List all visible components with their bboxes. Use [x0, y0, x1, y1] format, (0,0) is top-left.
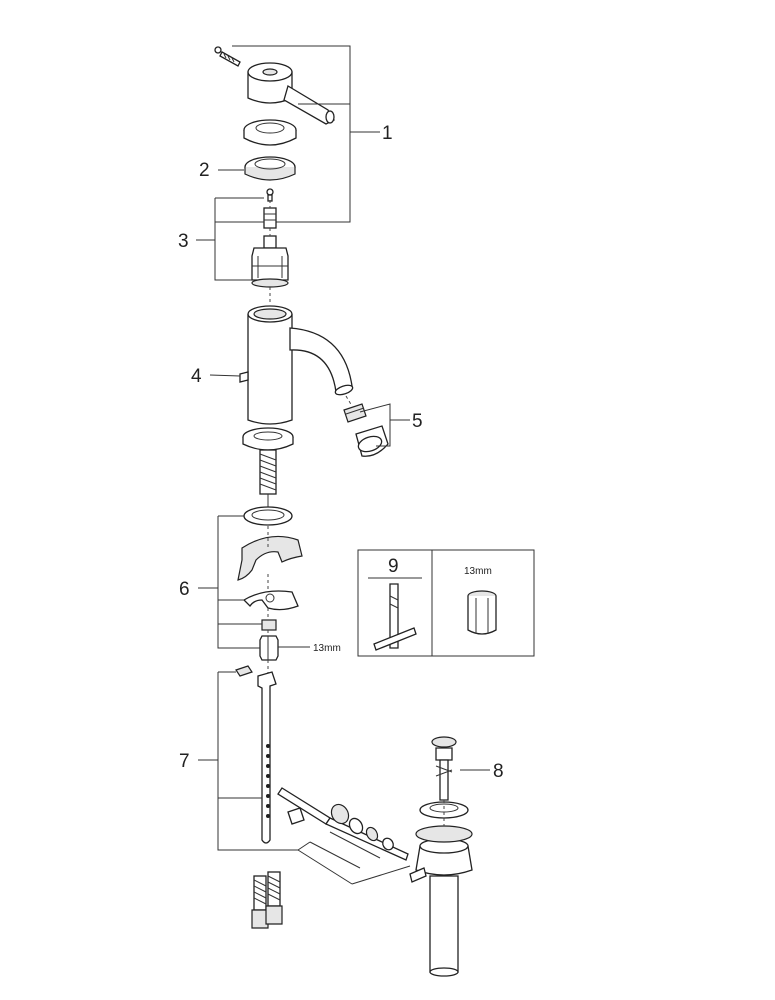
bracket-5 — [359, 403, 391, 447]
part-mounting-set: 6 13mm — [179, 506, 341, 661]
inset-nut-size-label: 13mm — [464, 566, 492, 577]
callout-7: 7 — [179, 751, 190, 772]
bracket-3 — [214, 197, 264, 281]
callout-6: 6 — [179, 579, 190, 600]
part-faucet-body: 4 — [191, 305, 354, 425]
callout-8: 8 — [493, 761, 504, 782]
callout-5: 5 — [412, 411, 423, 432]
leader-4 — [209, 374, 241, 377]
callout-4: 4 — [191, 366, 202, 387]
callout-9: 9 — [388, 556, 399, 577]
nut-size-label: 13mm — [313, 643, 341, 654]
callout-2: 2 — [199, 160, 210, 181]
part-aerator: 5 — [343, 395, 423, 457]
clevis-holes — [266, 744, 270, 818]
bracket-6 — [217, 515, 260, 649]
bracket-7 — [217, 671, 298, 851]
hex-key-tool — [373, 583, 417, 651]
hex-socket — [467, 590, 497, 635]
part-popup-waste: 8 — [409, 736, 504, 977]
part-supply-hoses — [251, 871, 283, 929]
part-cartridge: 3 — [178, 188, 289, 302]
tools-inset: 9 13mm — [357, 549, 535, 657]
part-base-gasket — [242, 427, 294, 510]
trim-ring — [243, 119, 297, 146]
lever-handle — [247, 62, 335, 125]
part-handle-group: 1 — [214, 45, 393, 223]
inset-box — [357, 549, 535, 657]
part-popup-linkage: 7 — [179, 660, 411, 885]
callout-3: 3 — [178, 231, 189, 252]
part-adapter-nut: 2 — [199, 156, 296, 181]
callout-1: 1 — [382, 123, 393, 144]
grub-screw — [214, 46, 241, 67]
